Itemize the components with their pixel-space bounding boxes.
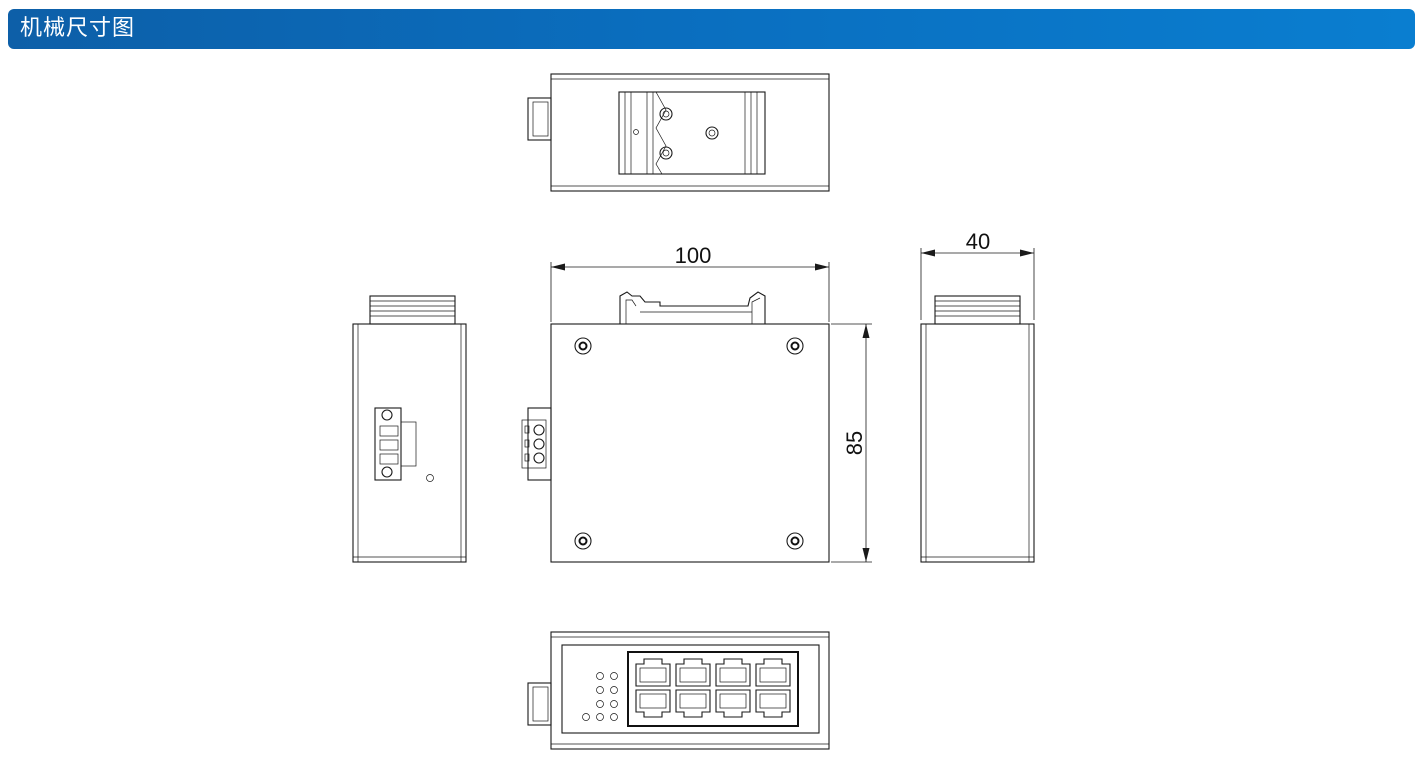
section-header-bar: 机械尺寸图 [8,9,1415,49]
rj45-port [715,689,751,718]
rj45-port [635,689,671,718]
height-dimension-label: 85 [842,431,867,455]
right-side-view [920,295,1035,563]
width-dimension-label: 100 [675,243,712,268]
width-dimension [550,262,830,322]
rj45-port [675,658,711,687]
rj45-port-inner [759,667,787,683]
rj45-port [675,689,711,718]
rj45-port-inner [639,693,667,709]
rj45-port [755,689,791,718]
top-view [527,73,830,192]
rj45-port-inner [719,667,747,683]
depth-dimension-label: 40 [966,229,990,254]
rj45-port-inner [759,693,787,709]
rj45-port-inner [639,667,667,683]
rj45-port-inner [679,693,707,709]
section-title: 机械尺寸图 [20,16,136,41]
height-dimension [831,323,872,563]
rj45-port [755,658,791,687]
rj45-port [715,658,751,687]
left-side-view [352,295,467,563]
rj45-port-inner [679,667,707,683]
rj45-port [635,658,671,687]
bottom-view [527,631,830,750]
depth-dimension [920,248,1035,320]
front-view [521,291,830,563]
rj45-port-inner [719,693,747,709]
